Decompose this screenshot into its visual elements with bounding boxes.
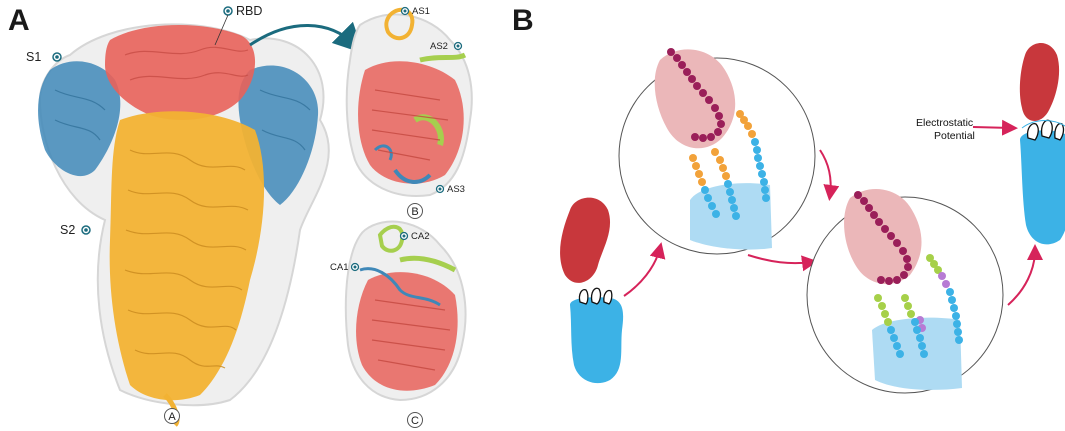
label-as2: AS2 xyxy=(430,41,463,52)
blue-beads-2 xyxy=(887,288,963,358)
virus-particle-2 xyxy=(1019,42,1060,121)
virus-cell-stage-1 xyxy=(560,197,624,384)
panel-a-letter: A xyxy=(8,4,30,37)
arrow-3 xyxy=(747,254,818,272)
as3-loop xyxy=(393,168,432,184)
arrow-2 xyxy=(819,149,840,201)
rbd-region xyxy=(105,24,256,120)
panel-b-letter: B xyxy=(512,4,534,37)
ca2-label: CA2 xyxy=(411,231,429,242)
label-ca1: CA1 xyxy=(330,262,360,273)
zoom-circle-1 xyxy=(618,48,816,255)
rbd-closeup-c xyxy=(344,220,467,402)
note-arrow xyxy=(972,119,1018,136)
label-rbd: RBD xyxy=(214,4,262,46)
helix-beads-2 xyxy=(854,191,912,285)
spike-protein-trimer xyxy=(38,23,330,427)
virus-surface-1 xyxy=(654,49,736,149)
sub-label-b: B xyxy=(407,203,423,219)
host-cell-2 xyxy=(1020,130,1065,245)
host-cell-1 xyxy=(570,297,624,384)
ca2-strand xyxy=(399,255,457,273)
blue-strand xyxy=(373,144,393,161)
electrostatic-note: Electrostatic Potential xyxy=(916,117,1018,142)
rbd-closeup-b xyxy=(345,7,473,197)
label-ca2: CA2 xyxy=(399,231,429,242)
label-s2: S2 xyxy=(60,223,91,237)
label-as3: AS3 xyxy=(435,184,465,195)
ca1-label: CA1 xyxy=(330,262,348,273)
closeup-c-core xyxy=(356,272,458,391)
s2-domain xyxy=(109,111,265,401)
svg-text:B: B xyxy=(411,206,418,218)
s1-strand-texture xyxy=(54,89,311,151)
note-line-1: Electrostatic xyxy=(916,117,973,129)
sub-label-a: A xyxy=(164,408,180,424)
note-line-2: Potential xyxy=(934,130,975,142)
as2-strand xyxy=(419,52,467,63)
receptors-2 xyxy=(1026,119,1065,141)
s2-helix-texture xyxy=(124,149,249,369)
green-sheet xyxy=(413,114,444,146)
label-as1: AS1 xyxy=(400,6,430,17)
svg-text:C: C xyxy=(411,415,419,427)
arrow-4 xyxy=(1007,244,1043,306)
sub-label-c: C xyxy=(407,412,423,428)
ca1-loop xyxy=(359,267,441,307)
closeup-c-strands xyxy=(371,299,451,371)
rbd-strand-texture xyxy=(124,46,249,81)
orange-beads-1 xyxy=(689,110,756,186)
virus-surface-2 xyxy=(844,188,922,285)
blue-beads-1 xyxy=(701,138,770,220)
rbd-label: RBD xyxy=(236,4,262,18)
as1-label: AS1 xyxy=(412,6,430,17)
receptors-1 xyxy=(578,287,613,305)
s1-label: S1 xyxy=(26,50,41,64)
label-s1: S1 xyxy=(26,50,62,64)
svg-text:A: A xyxy=(168,411,176,423)
as3-label: AS3 xyxy=(447,184,465,195)
zoom-circle-2 xyxy=(806,188,1004,394)
closeup-b-core xyxy=(358,61,464,184)
s2-label: S2 xyxy=(60,223,75,237)
virus-cell-stage-2 xyxy=(1019,42,1065,245)
s1-domain-left xyxy=(38,61,121,177)
arrow-1 xyxy=(623,242,666,297)
green-beads-2 xyxy=(874,254,942,326)
zoom-arrow xyxy=(249,21,364,54)
closeup-b-strands xyxy=(371,89,449,161)
helix-beads-1 xyxy=(667,48,725,142)
as2-label: AS2 xyxy=(430,41,448,52)
ca2-loop xyxy=(377,224,405,253)
virus-particle-1 xyxy=(560,197,611,283)
